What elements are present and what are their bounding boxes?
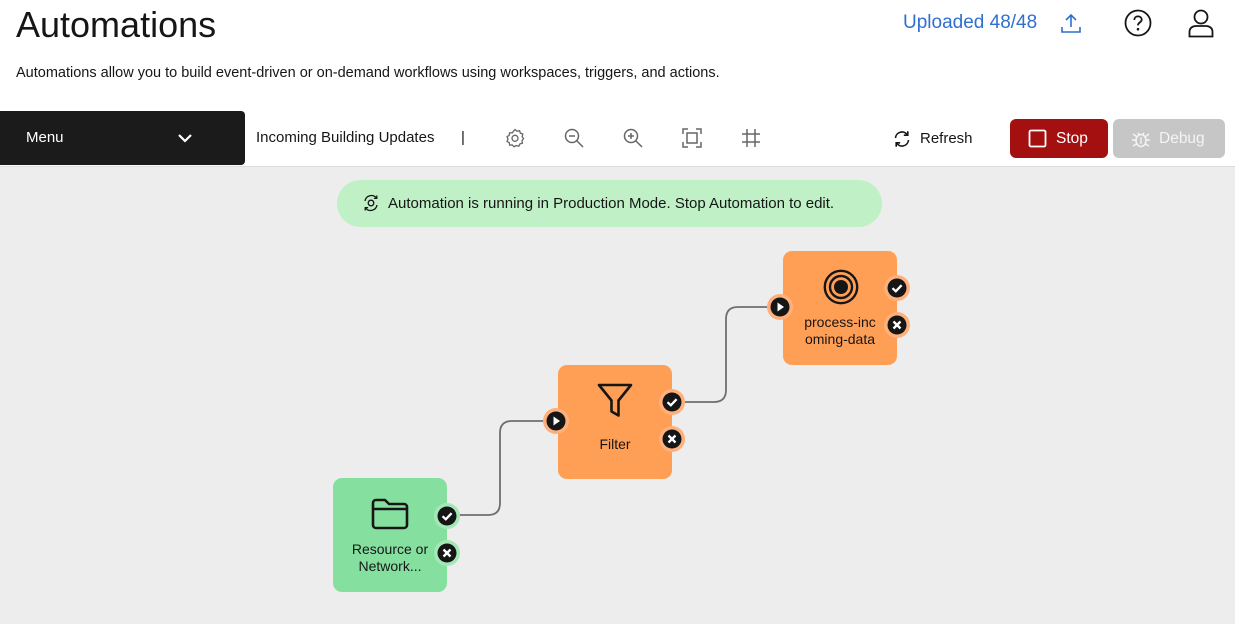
user-icon[interactable]	[1187, 8, 1215, 38]
close-circle-icon	[437, 543, 457, 563]
menu-label: Menu	[26, 129, 64, 146]
close-circle-icon	[662, 429, 682, 449]
page-header: Automations Automations allow you to bui…	[0, 0, 1235, 111]
banner-text: Automation is running in Production Mode…	[388, 195, 835, 212]
failure-port[interactable]	[434, 540, 460, 566]
page-description: Automations allow you to build event-dri…	[16, 65, 720, 81]
debug-button[interactable]: Debug	[1113, 119, 1225, 158]
zoom-out-icon[interactable]	[563, 127, 585, 149]
chevron-down-icon	[178, 134, 192, 143]
upload-icon[interactable]	[1059, 11, 1083, 35]
stop-button[interactable]: Stop	[1010, 119, 1108, 158]
node-label-line2: Network...	[358, 558, 422, 574]
help-icon[interactable]	[1124, 9, 1152, 37]
stop-label: Stop	[1056, 130, 1088, 147]
grid-icon[interactable]	[740, 127, 762, 149]
folder-icon	[371, 498, 409, 530]
refresh-label: Refresh	[920, 130, 973, 147]
running-gear-icon	[364, 194, 378, 212]
name-separator: |	[461, 129, 465, 146]
check-circle-icon	[437, 506, 457, 526]
connection-resource-to-filter	[447, 420, 556, 516]
success-port[interactable]	[659, 389, 685, 415]
play-circle-icon	[770, 297, 790, 317]
check-circle-icon	[662, 392, 682, 412]
node-filter[interactable]: Filter	[558, 365, 672, 479]
node-label-line2: oming-data	[804, 331, 876, 347]
node-label: Filter	[599, 436, 631, 452]
node-label-line1: Resource or	[351, 541, 429, 557]
debug-label: Debug	[1159, 130, 1205, 147]
upload-status-link[interactable]: Uploaded 48/48	[903, 12, 1038, 33]
node-process-incoming-data[interactable]: process-inc oming-data	[783, 251, 897, 365]
play-circle-icon	[546, 411, 566, 431]
menu-dropdown[interactable]: Menu	[0, 111, 245, 165]
stop-icon	[1028, 129, 1047, 148]
success-port[interactable]	[884, 275, 910, 301]
settings-icon[interactable]	[504, 127, 526, 149]
check-circle-icon	[887, 278, 907, 298]
failure-port[interactable]	[659, 426, 685, 452]
funnel-icon	[597, 383, 633, 417]
node-label-line1: process-inc	[804, 314, 876, 330]
production-mode-banner: Automation is running in Production Mode…	[337, 180, 882, 227]
workflow-name[interactable]: Incoming Building Updates	[256, 129, 435, 146]
success-port[interactable]	[434, 503, 460, 529]
failure-port[interactable]	[884, 312, 910, 338]
close-circle-icon	[887, 315, 907, 335]
refresh-button[interactable]: Refresh	[890, 120, 990, 158]
fit-view-icon[interactable]	[681, 127, 703, 149]
node-resource-or-network[interactable]: Resource or Network...	[333, 478, 447, 592]
bug-icon	[1132, 132, 1150, 148]
input-port[interactable]	[767, 294, 793, 320]
zoom-in-icon[interactable]	[622, 127, 644, 149]
target-icon	[823, 269, 859, 305]
input-port[interactable]	[543, 408, 569, 434]
toolbar: Menu Incoming Building Updates | Refres	[0, 111, 1235, 167]
refresh-icon	[894, 131, 910, 147]
page-title: Automations	[16, 4, 217, 45]
connection-filter-to-process	[672, 306, 780, 403]
